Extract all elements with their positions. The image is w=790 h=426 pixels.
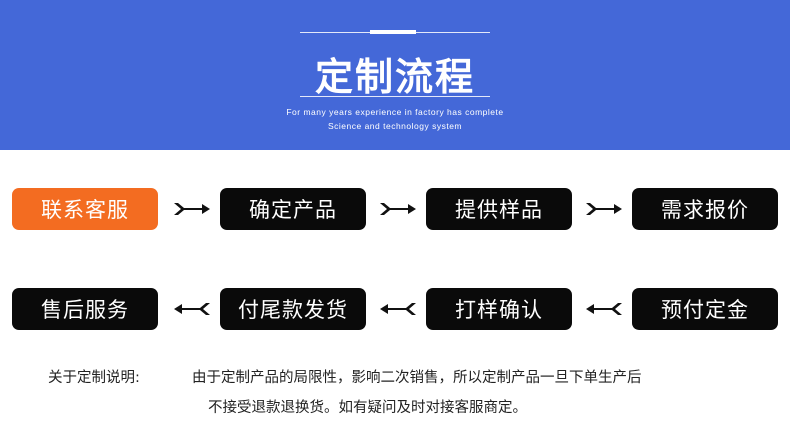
step-contact-service[interactable]: 联系客服 (12, 188, 158, 230)
arrow-left-icon (172, 301, 212, 317)
step-provide-sample[interactable]: 提供样品 (426, 188, 572, 230)
page-title: 定制流程 (314, 55, 475, 99)
subtitle-line-1: For many years experience in factory has… (286, 107, 504, 117)
arrow-right-icon (378, 201, 418, 217)
subtitle-line-2: Science and technology system (327, 121, 463, 131)
note-line-2: 不接受退款退换货。如有疑问及时对接客服商定。 (208, 400, 527, 416)
step-sample-confirm[interactable]: 打样确认 (426, 288, 572, 330)
step-after-sales[interactable]: 售后服务 (12, 288, 158, 330)
arrow-right-icon (172, 201, 212, 217)
decorative-bar-top (370, 30, 416, 34)
note-line-1: 由于定制产品的局限性，影响二次销售，所以定制产品一旦下单生产后 (192, 370, 642, 386)
arrow-left-icon (378, 301, 418, 317)
step-deposit-payment[interactable]: 预付定金 (632, 288, 778, 330)
header-banner: 定制流程 For many years experience in factor… (0, 0, 790, 150)
note-label: 关于定制说明: (48, 370, 140, 386)
step-request-quote[interactable]: 需求报价 (632, 188, 778, 230)
decorative-line-bottom (300, 96, 490, 97)
arrow-left-icon (584, 301, 624, 317)
step-confirm-product[interactable]: 确定产品 (220, 188, 366, 230)
arrow-right-icon (584, 201, 624, 217)
step-final-payment-ship[interactable]: 付尾款发货 (220, 288, 366, 330)
